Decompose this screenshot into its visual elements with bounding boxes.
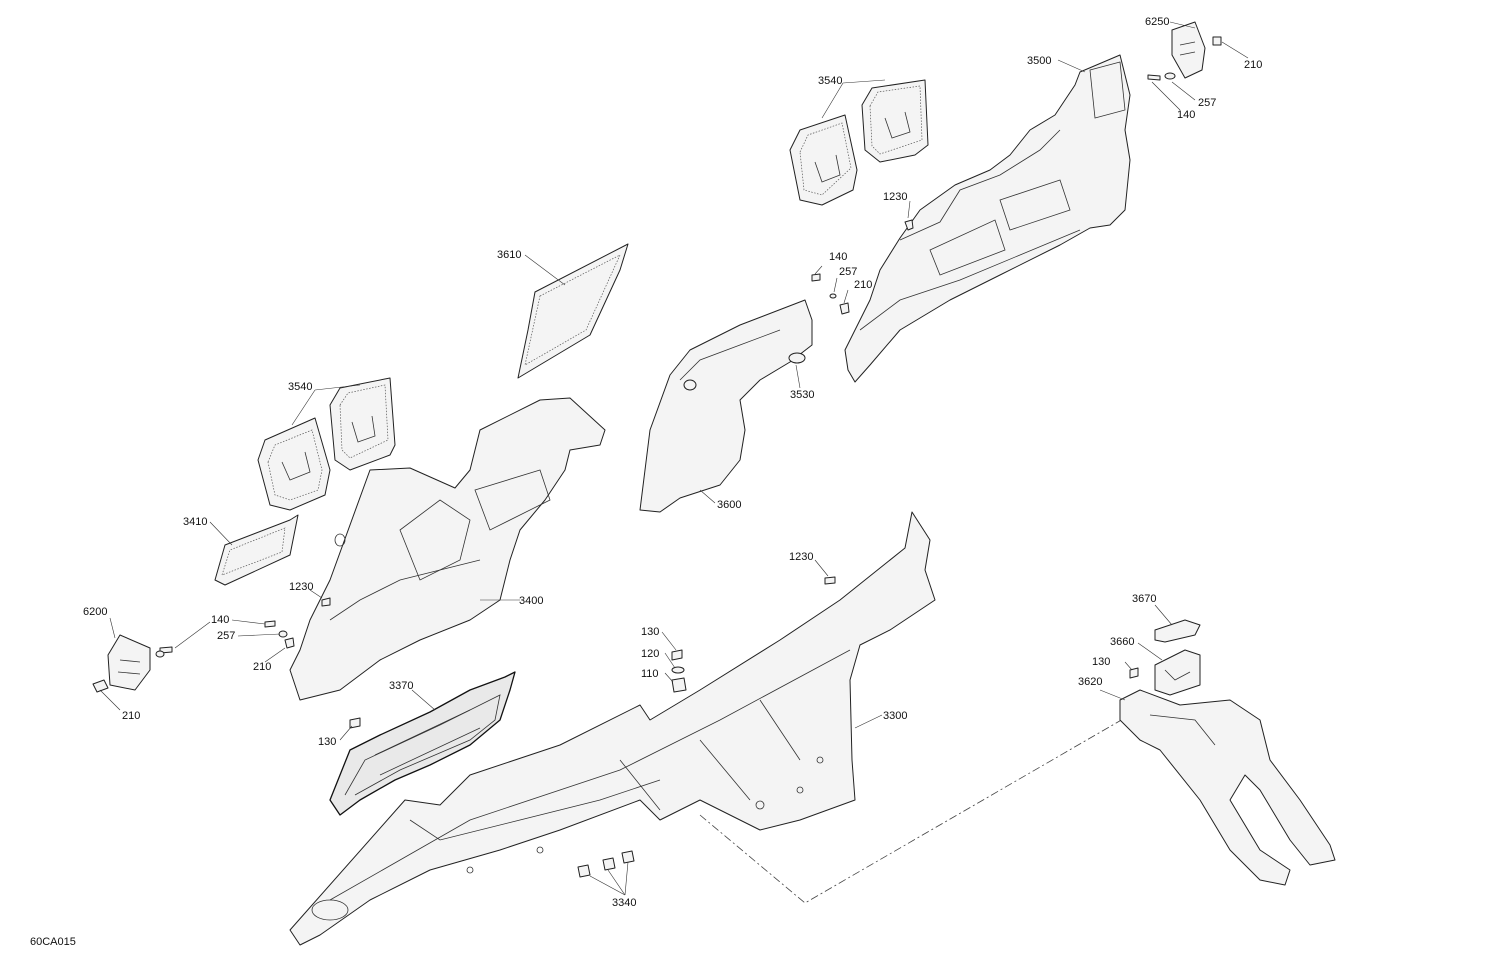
callout-130: 130: [1092, 656, 1111, 668]
callout-3620: 3620: [1078, 676, 1103, 688]
callout-210: 210: [854, 279, 873, 291]
callout-1230: 1230: [289, 581, 314, 593]
part-6250-bracket: [1171, 21, 1206, 79]
callout-3370: 3370: [389, 680, 414, 692]
callout-140: 140: [1177, 109, 1196, 121]
part-3300-floor-pan: [289, 511, 936, 946]
callout-120: 120: [641, 648, 660, 660]
hardware-fasteners: [92, 36, 1222, 878]
callout-3540: 3540: [288, 381, 313, 393]
callout-257: 257: [217, 630, 236, 642]
callout-140: 140: [829, 251, 848, 263]
callout-257: 257: [839, 266, 858, 278]
callout-210: 210: [1244, 59, 1263, 71]
part-3410-panel: [214, 514, 299, 586]
part-6200-bracket: [107, 634, 151, 691]
leader-lines: [99, 21, 1249, 896]
callout-130: 130: [641, 626, 660, 638]
diagram-id-label: 60CA015: [30, 936, 76, 948]
callout-3660: 3660: [1110, 636, 1135, 648]
callout-3500: 3500: [1027, 55, 1052, 67]
callout-6250: 6250: [1145, 16, 1170, 28]
part-3540-pads-left: [257, 377, 396, 511]
callout-6200: 6200: [83, 606, 108, 618]
callout-3610: 3610: [497, 249, 522, 261]
callout-1230: 1230: [883, 191, 908, 203]
callout-110: 110: [641, 668, 659, 680]
part-3610-sheet: [517, 243, 629, 379]
callout-140: 140: [211, 614, 230, 626]
callout-3540: 3540: [818, 75, 843, 87]
callout-257: 257: [1198, 97, 1217, 109]
callout-3410: 3410: [183, 516, 208, 528]
part-3500-console: [844, 54, 1131, 383]
callout-210: 210: [122, 710, 141, 722]
callout-3400: 3400: [519, 595, 544, 607]
callout-3600: 3600: [717, 499, 742, 511]
part-3540-pads-right: [789, 79, 929, 206]
part-3660-bracket: [1154, 649, 1201, 696]
callout-3670: 3670: [1132, 593, 1157, 605]
callout-3300: 3300: [883, 710, 908, 722]
part-3670-bracket: [1154, 619, 1201, 643]
callout-3530: 3530: [790, 389, 815, 401]
callout-210: 210: [253, 661, 272, 673]
part-3600-side-panel: [639, 299, 813, 513]
part-3400-console: [289, 397, 606, 701]
part-3370-grille: [329, 671, 516, 816]
callout-130: 130: [318, 736, 337, 748]
callout-1230: 1230: [789, 551, 814, 563]
part-3620-rail: [1119, 689, 1336, 886]
assembly-line: [699, 714, 1131, 904]
callout-3340: 3340: [612, 897, 637, 909]
